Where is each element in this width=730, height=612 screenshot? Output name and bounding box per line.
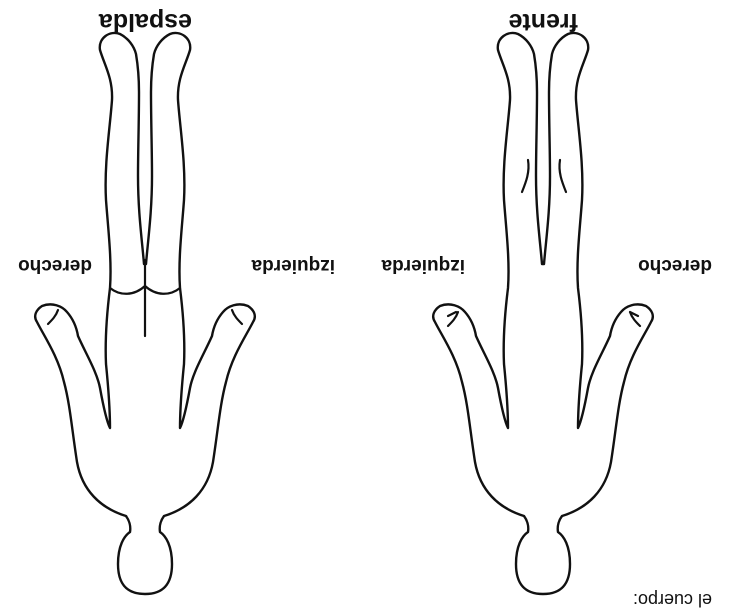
front-right-label: izquierda	[382, 254, 465, 276]
back-left-label: izquierda	[252, 254, 335, 276]
front-left-label: derecho	[638, 254, 712, 276]
back-figure	[35, 33, 255, 594]
front-figure	[433, 33, 653, 594]
back-title: espalda	[99, 7, 192, 36]
back-right-label: derecho	[18, 254, 92, 276]
front-title: frente	[509, 7, 578, 36]
front-body-outline	[433, 33, 653, 594]
